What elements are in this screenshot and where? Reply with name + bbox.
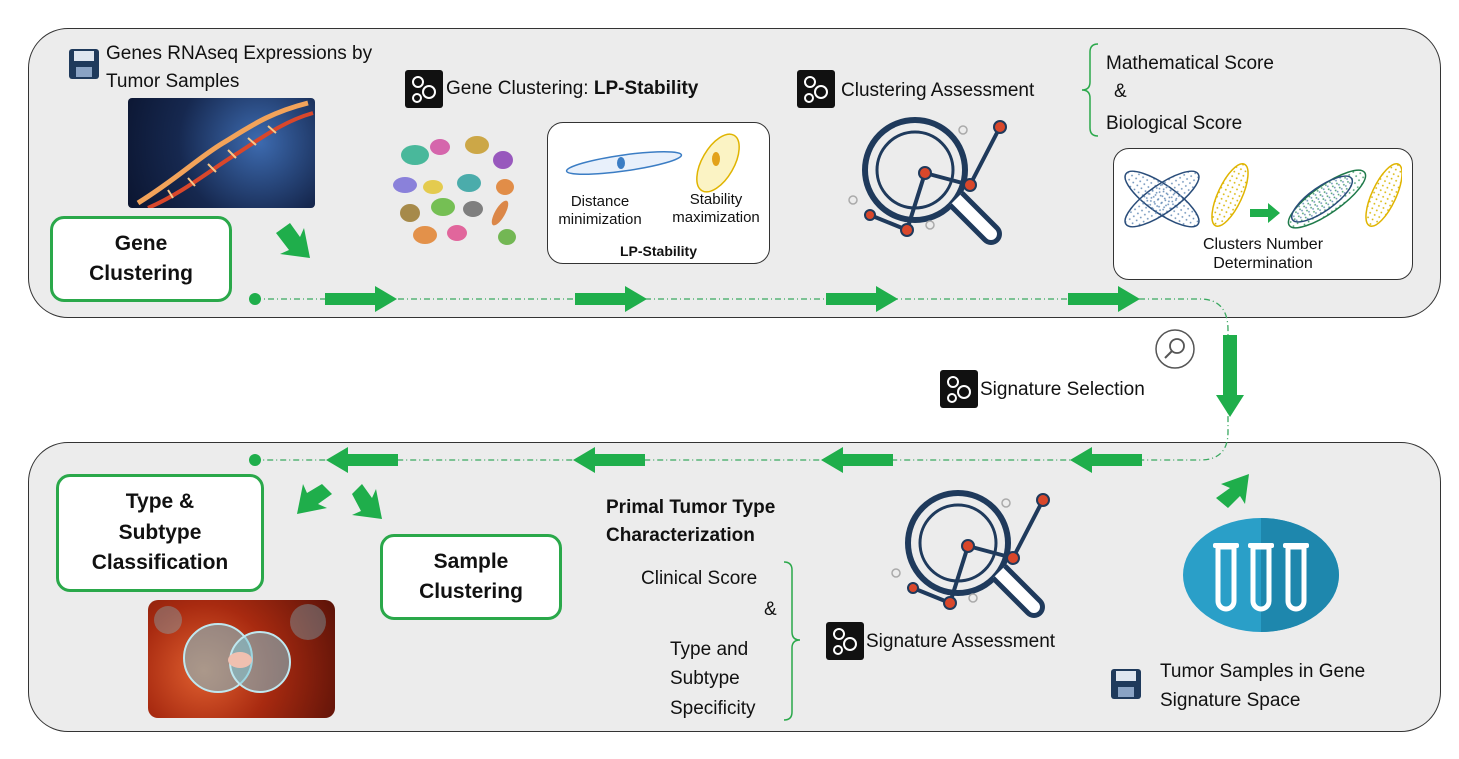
input-label-line2: Tumor Samples	[106, 71, 240, 92]
top-flow-line	[255, 298, 1229, 461]
criteria-brace	[783, 561, 801, 721]
stability-ellipse-icon	[696, 133, 740, 193]
signature-selection-label: Signature Selection	[980, 379, 1145, 400]
bottom-and-label: &	[764, 599, 777, 620]
gear-icon	[405, 70, 443, 108]
type-line2: Subtype	[118, 520, 202, 544]
magnifier-network-icon	[848, 117, 1007, 245]
gene-clustering-title-prefix: Gene Clustering:	[446, 78, 594, 99]
stability-line1: Stability	[689, 191, 743, 208]
gene-clustering-title-bold: LP-Stability	[593, 78, 699, 99]
stability-line2: maximization	[672, 209, 760, 226]
sample-line2: Clustering	[419, 580, 523, 603]
distance-line2: minimization	[558, 211, 642, 228]
scores-brace	[1081, 43, 1099, 137]
dna-image	[128, 98, 315, 208]
gene-clustering-line2: Clustering	[89, 262, 193, 285]
cluster-merge-illustration	[1124, 163, 1402, 229]
gear-icon	[826, 622, 864, 660]
sample-clustering-step: Sample Clustering	[380, 534, 562, 620]
type-line3: Classification	[91, 551, 229, 575]
clusters-number-label: Clusters Number Determination	[1114, 235, 1412, 273]
type-line1: Type &	[125, 490, 195, 514]
floppy-disk-icon	[69, 49, 99, 79]
cluster-blobs-image	[393, 136, 516, 245]
clusters-number-box: Clusters Number Determination	[1113, 148, 1413, 280]
specificity-line1: Type and	[670, 639, 749, 660]
gene-clustering-step: Gene Clustering	[50, 216, 232, 302]
lp-stability-box: Distance minimization Stability maximiza…	[547, 122, 770, 264]
flow-arrow-diagonal	[276, 223, 310, 258]
distance-line1: Distance	[570, 193, 630, 210]
test-tubes-icon	[1183, 518, 1339, 632]
floppy-disk-icon	[1111, 669, 1141, 699]
flow-arrow-right	[325, 286, 397, 312]
flow-arrow-down	[1216, 335, 1244, 417]
gear-icon	[797, 70, 835, 108]
top-flow-start-dot	[249, 293, 261, 305]
distance-minimization-label: Distance minimization	[550, 193, 650, 229]
clustering-assessment-label: Clustering Assessment	[841, 80, 1035, 101]
flow-arrow-right	[575, 286, 647, 312]
bottom-flow-end-dot	[249, 454, 261, 466]
input-label-line1: Genes RNAseq Expressions by	[106, 43, 373, 64]
gear-icon	[940, 370, 978, 408]
tumor-samples-label: Tumor Samples in Gene Signature Space	[1160, 658, 1365, 715]
specificity-line3: Specificity	[670, 697, 756, 719]
tumor-samples-line1: Tumor Samples in Gene	[1160, 661, 1366, 682]
flow-arrow-right	[1068, 286, 1140, 312]
mathematical-score-label: Mathematical Score	[1106, 53, 1274, 74]
specificity-label: Type and Subtype Specificity	[670, 635, 756, 723]
flow-arrow-left	[821, 447, 893, 473]
gene-clustering-title: Gene Clustering: LP-Stability	[446, 77, 698, 101]
flow-arrow-right	[826, 286, 898, 312]
scores-and-label: &	[1114, 81, 1127, 102]
biological-score-label: Biological Score	[1106, 113, 1243, 134]
clusters-number-line2: Determination	[1213, 255, 1313, 273]
flow-arrow-diagonal	[297, 484, 332, 514]
clinical-score-label: Clinical Score	[641, 568, 758, 589]
cell-image	[148, 600, 335, 718]
primal-tumor-label: Primal Tumor Type Characterization	[606, 494, 775, 549]
magnifier-network-icon	[891, 490, 1050, 618]
search-icon	[1155, 329, 1195, 369]
signature-assessment-label: Signature Assessment	[866, 631, 1056, 652]
specificity-line2: Subtype	[670, 668, 740, 690]
clusters-number-line1: Clusters Number	[1202, 236, 1324, 253]
flow-arrow-left	[1070, 447, 1142, 473]
flow-arrow-left	[573, 447, 645, 473]
stability-maximization-label: Stability maximization	[666, 191, 766, 227]
sample-line1: Sample	[433, 549, 509, 573]
flow-arrow-left	[326, 447, 398, 473]
primal-line2: Characterization	[606, 524, 755, 546]
gene-clustering-line1: Gene	[114, 231, 168, 255]
tumor-samples-line2: Signature Space	[1160, 689, 1301, 711]
primal-line1: Primal Tumor Type	[606, 497, 776, 518]
distance-ellipse-icon	[565, 150, 683, 176]
flow-arrow-up-diagonal	[1216, 474, 1249, 508]
lp-stability-caption: LP-Stability	[619, 243, 697, 259]
type-subtype-classification-step: Type & Subtype Classification	[56, 474, 264, 592]
flow-arrow-diagonal	[352, 484, 382, 519]
